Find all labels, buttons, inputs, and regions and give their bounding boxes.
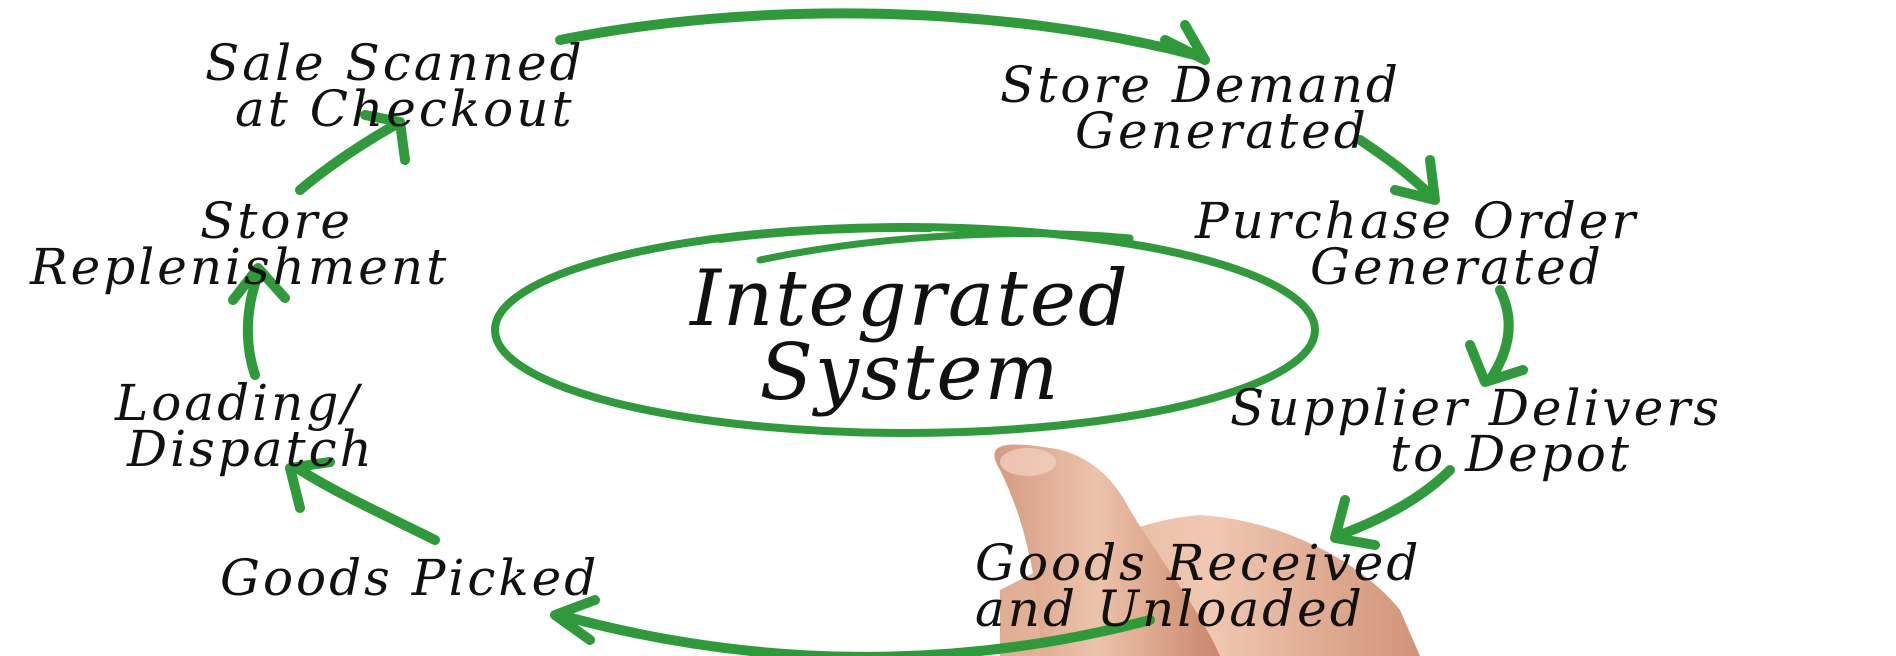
step-goods-received-line1: Goods Received <box>975 534 1422 592</box>
arrow-received-to-picked <box>555 610 1155 656</box>
arrow-sale-to-demand-head <box>1160 20 1210 65</box>
step-store-replenishment-line2: Replenishment <box>30 238 450 296</box>
center-title-line1: Integrated <box>690 254 1130 344</box>
arrow-supplier-to-received <box>1335 465 1455 540</box>
step-purchase-order-line1: Purchase Order <box>1195 192 1639 250</box>
arrow-po-to-supplier <box>1485 285 1514 385</box>
center-title-line2: System <box>759 328 1061 418</box>
step-sale-scanned-line2: at Checkout <box>235 80 575 138</box>
step-store-replenishment: Store Replenishment <box>30 192 450 296</box>
finger-image <box>994 444 1220 656</box>
arrow-po-to-supplier-head <box>1465 340 1528 387</box>
step-sale-scanned-line1: Sale Scanned <box>205 34 585 92</box>
step-goods-received-line2: and Unloaded <box>975 580 1365 638</box>
step-sale-scanned: Sale Scanned at Checkout <box>205 34 585 138</box>
step-purchase-order: Purchase Order Generated <box>1195 192 1639 296</box>
fingernail <box>1000 448 1056 476</box>
arrow-loading-to-replenish-head <box>228 263 290 305</box>
step-store-demand-line1: Store Demand <box>1000 56 1401 114</box>
step-goods-picked: Goods Picked <box>220 549 600 607</box>
step-supplier-delivers-line1: Supplier Delivers <box>1230 379 1722 437</box>
arrow-picked-to-loading <box>295 465 440 545</box>
arrow-supplier-to-received-head <box>1330 495 1380 550</box>
arrow-demand-to-po <box>1355 135 1435 200</box>
arrow-picked-to-loading-head <box>285 457 335 513</box>
step-store-replenishment-line1: Store <box>200 192 353 250</box>
step-supplier-delivers: Supplier Delivers to Depot <box>1230 379 1722 483</box>
step-goods-received: Goods Received and Unloaded <box>975 534 1422 638</box>
arrow-replenish-to-sale <box>295 120 400 195</box>
step-goods-picked-line1: Goods Picked <box>220 549 600 607</box>
arrow-sale-to-demand <box>555 8 1200 60</box>
arrow-loading-to-replenish <box>242 270 263 380</box>
center-ellipse-stroke-extra <box>717 225 933 243</box>
step-purchase-order-line2: Generated <box>1310 238 1604 296</box>
arrow-replenish-to-sale-head <box>360 110 410 165</box>
center-ellipse-stroke-top <box>756 230 1134 264</box>
step-store-demand: Store Demand Generated <box>1000 56 1401 160</box>
step-loading-dispatch-line1: Loading/ <box>115 374 362 432</box>
step-store-demand-line2: Generated <box>1075 102 1369 160</box>
arrow-demand-to-po-head <box>1390 155 1440 205</box>
step-supplier-delivers-line2: to Depot <box>1390 425 1632 483</box>
step-loading-dispatch-line2: Dispatch <box>127 420 375 478</box>
arrow-received-to-picked-head <box>550 595 600 645</box>
center-title: Integrated System <box>520 254 1300 418</box>
step-loading-dispatch: Loading/ Dispatch <box>115 374 375 478</box>
